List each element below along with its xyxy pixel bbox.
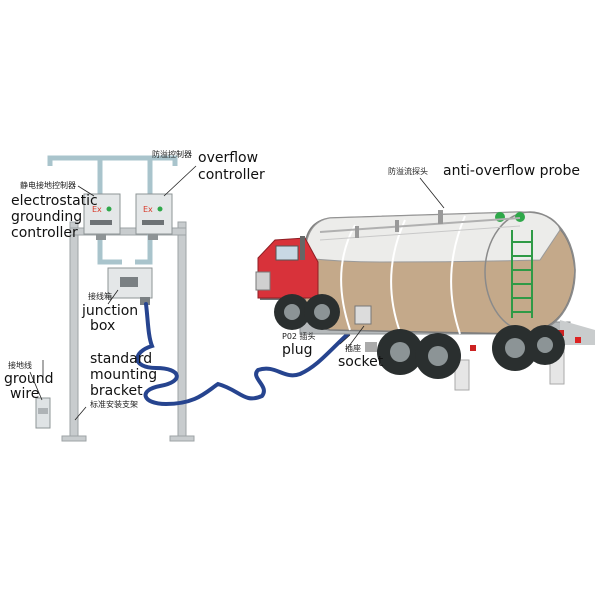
junction-box-zh: 接线箱: [88, 292, 112, 301]
ladder-icon: [511, 230, 533, 318]
grounding-controller-label-3: controller: [11, 225, 78, 241]
ex-mark-right: Ex: [143, 205, 153, 214]
anti-overflow-probe-label: anti-overflow probe: [443, 163, 581, 179]
grounding-controller-label-1: electrostatic: [11, 193, 98, 209]
junction-box-label-2: box: [90, 318, 116, 334]
overflow-controller-label-2: controller: [198, 167, 265, 183]
overflow-controller-box: Ex: [135, 193, 173, 240]
mounting-bracket-label-2: mounting: [90, 367, 158, 383]
ground-wire-zh: 接地线: [8, 361, 32, 370]
junction-box-icon: [107, 267, 153, 305]
ground-clamp-icon: [35, 360, 51, 429]
plug-label: plug: [282, 342, 313, 358]
grounding-controller-box: Ex: [83, 193, 121, 240]
ground-wire-label-2: wire: [10, 386, 40, 402]
junction-box-label-1: junction: [82, 303, 139, 319]
mounting-bracket-label-3: bracket: [90, 383, 143, 399]
mounting-bracket: [61, 221, 195, 442]
ground-wire-label-1: ground: [4, 371, 54, 387]
anti-overflow-probe-zh: 防溢流探头: [388, 167, 428, 176]
wheels: [274, 294, 565, 379]
tanker-truck-icon: [255, 210, 595, 391]
plug-zh: P02 插头: [282, 332, 316, 341]
socket-zh: 插座: [345, 344, 361, 353]
overflow-controller-zh: 防溢控制器: [152, 150, 192, 159]
coiled-cable: [135, 302, 352, 407]
signal-pipes: [47, 155, 178, 265]
ex-mark-left: Ex: [92, 205, 102, 214]
leader-lines: [29, 165, 445, 421]
overflow-controller-label-1: overflow: [198, 150, 259, 166]
grounding-controller-label-2: grounding: [11, 209, 83, 225]
socket-label: socket: [338, 354, 384, 370]
mounting-bracket-label-1: standard: [90, 351, 153, 367]
grounding-controller-zh: 静电接地控制器: [20, 181, 76, 190]
mounting-bracket-zh: 标准安装支架: [90, 400, 138, 409]
